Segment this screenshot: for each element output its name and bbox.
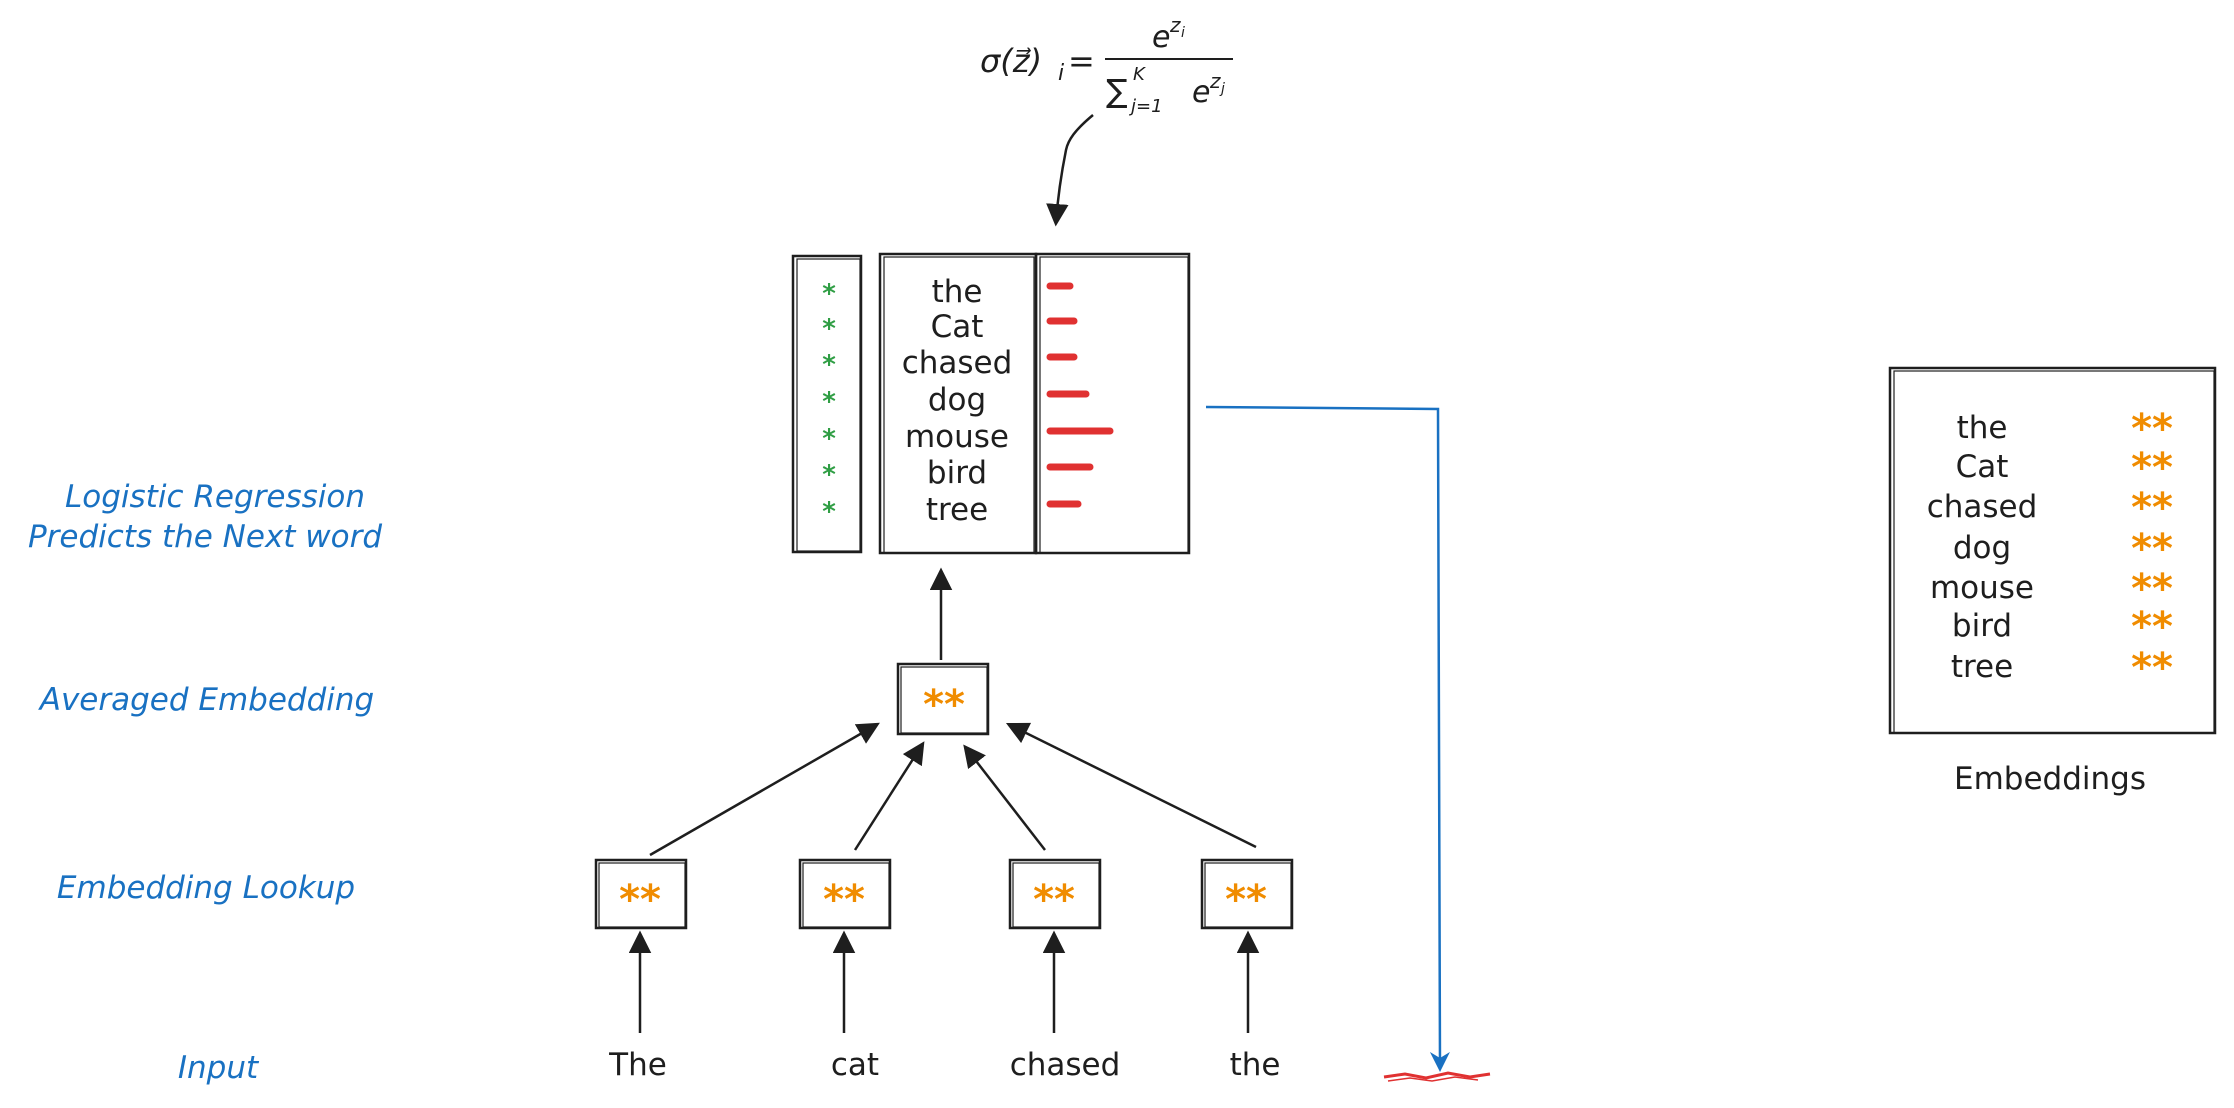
embeddings-table: the ** Cat ** chased ** dog ** mouse ** bird ** tree…	[1888, 366, 2217, 797]
embedding-value: **	[2131, 645, 2173, 691]
input-words-group: The cat chased the	[608, 1047, 1280, 1083]
embedding-word: dog	[1953, 530, 2011, 566]
vocab-word: the	[932, 274, 983, 310]
formula-num-exp-sub: i	[1181, 25, 1185, 41]
embedding-word: tree	[1951, 649, 2013, 685]
formula-sum-sign: ∑	[1106, 72, 1128, 110]
side-labels: Logistic Regression Predicts the Next wo…	[28, 479, 382, 1086]
vocab-word: bird	[927, 455, 987, 491]
label-input: Input	[178, 1050, 260, 1086]
predicted-word-slot	[1383, 1071, 1491, 1080]
lookup-to-average-arrow	[649, 722, 880, 857]
embedding-word: chased	[1927, 489, 2038, 525]
input-word: chased	[1010, 1047, 1121, 1083]
embedding-word: the	[1957, 410, 2008, 446]
formula-den-exp-sub: j	[1219, 81, 1225, 97]
label-logistic-line1: Logistic Regression	[65, 479, 365, 515]
formula-arrow	[1046, 114, 1094, 227]
embedding-value: **	[2131, 445, 2173, 491]
lookup-box	[1008, 858, 1102, 930]
averaged-embedding-value: **	[923, 682, 965, 728]
label-logistic-line2: Predicts the Next word	[28, 519, 382, 555]
lookup-embedding: **	[1225, 877, 1267, 923]
weight-marker: *	[822, 424, 836, 454]
lookup-to-average-arrow	[853, 741, 925, 851]
formula-lhs: σ(z⃗)	[980, 42, 1042, 80]
probability-column-box	[1034, 252, 1191, 555]
averaged-embedding-box: **	[896, 662, 990, 736]
formula-num-exp: z	[1169, 13, 1181, 37]
formula-den-exp: z	[1209, 69, 1221, 93]
input-word: cat	[831, 1047, 879, 1083]
formula-num-base: e	[1152, 20, 1170, 55]
embedding-word: mouse	[1930, 570, 2034, 606]
weight-marker: *	[822, 460, 836, 490]
formula-den-base: e	[1192, 75, 1210, 110]
embedding-lookup-group: ** ** ** **	[594, 722, 1294, 1033]
embedding-value: **	[2131, 485, 2173, 531]
vocab-word: mouse	[905, 419, 1009, 455]
embedding-word: bird	[1952, 608, 2012, 644]
lookup-to-average-arrow	[963, 744, 1046, 851]
embedding-value: **	[2131, 526, 2173, 572]
lookup-box	[1200, 858, 1294, 930]
embeddings-caption: Embeddings	[1954, 761, 2146, 797]
formula-lhs-sub: i	[1058, 61, 1064, 86]
vocab-word: dog	[928, 382, 986, 418]
formula-sum-sub: j=1	[1128, 96, 1163, 117]
lookup-box	[798, 858, 892, 930]
embedding-value: **	[2131, 604, 2173, 650]
weight-marker: *	[822, 387, 836, 417]
vocab-word: Cat	[931, 309, 984, 345]
lookup-to-average-arrow	[1005, 722, 1257, 849]
label-averaged-embedding: Averaged Embedding	[38, 682, 374, 718]
weights-column-box	[791, 254, 863, 554]
softmax-formula: σ(z⃗) i = e z i ∑ j=1 K e z j	[980, 13, 1233, 117]
probability-bars	[1046, 282, 1114, 508]
weight-marker: *	[822, 350, 836, 380]
weight-marker: *	[822, 314, 836, 344]
weight-marker: *	[822, 279, 836, 309]
input-word: the	[1230, 1047, 1281, 1083]
weight-marker: *	[822, 497, 836, 527]
embedding-value: **	[2131, 406, 2173, 452]
weights-stars: * * * * * * *	[822, 279, 836, 527]
input-word: The	[608, 1047, 667, 1083]
vocab-word: chased	[902, 345, 1013, 381]
label-embedding-lookup: Embedding Lookup	[57, 870, 355, 906]
prediction-arrow	[1205, 405, 1450, 1072]
formula-equals: =	[1068, 42, 1095, 80]
lookup-embedding: **	[619, 877, 661, 923]
lookup-box	[594, 858, 688, 930]
lookup-embedding: **	[1033, 877, 1075, 923]
embeddings-rows: the ** Cat ** chased ** dog ** mouse ** bird ** tree…	[1927, 406, 2173, 691]
embedding-value: **	[2131, 566, 2173, 612]
lookup-embedding: **	[823, 877, 865, 923]
formula-sum-sup: K	[1133, 64, 1146, 85]
embedding-word: Cat	[1956, 449, 2009, 485]
vocab-word: tree	[926, 492, 988, 528]
